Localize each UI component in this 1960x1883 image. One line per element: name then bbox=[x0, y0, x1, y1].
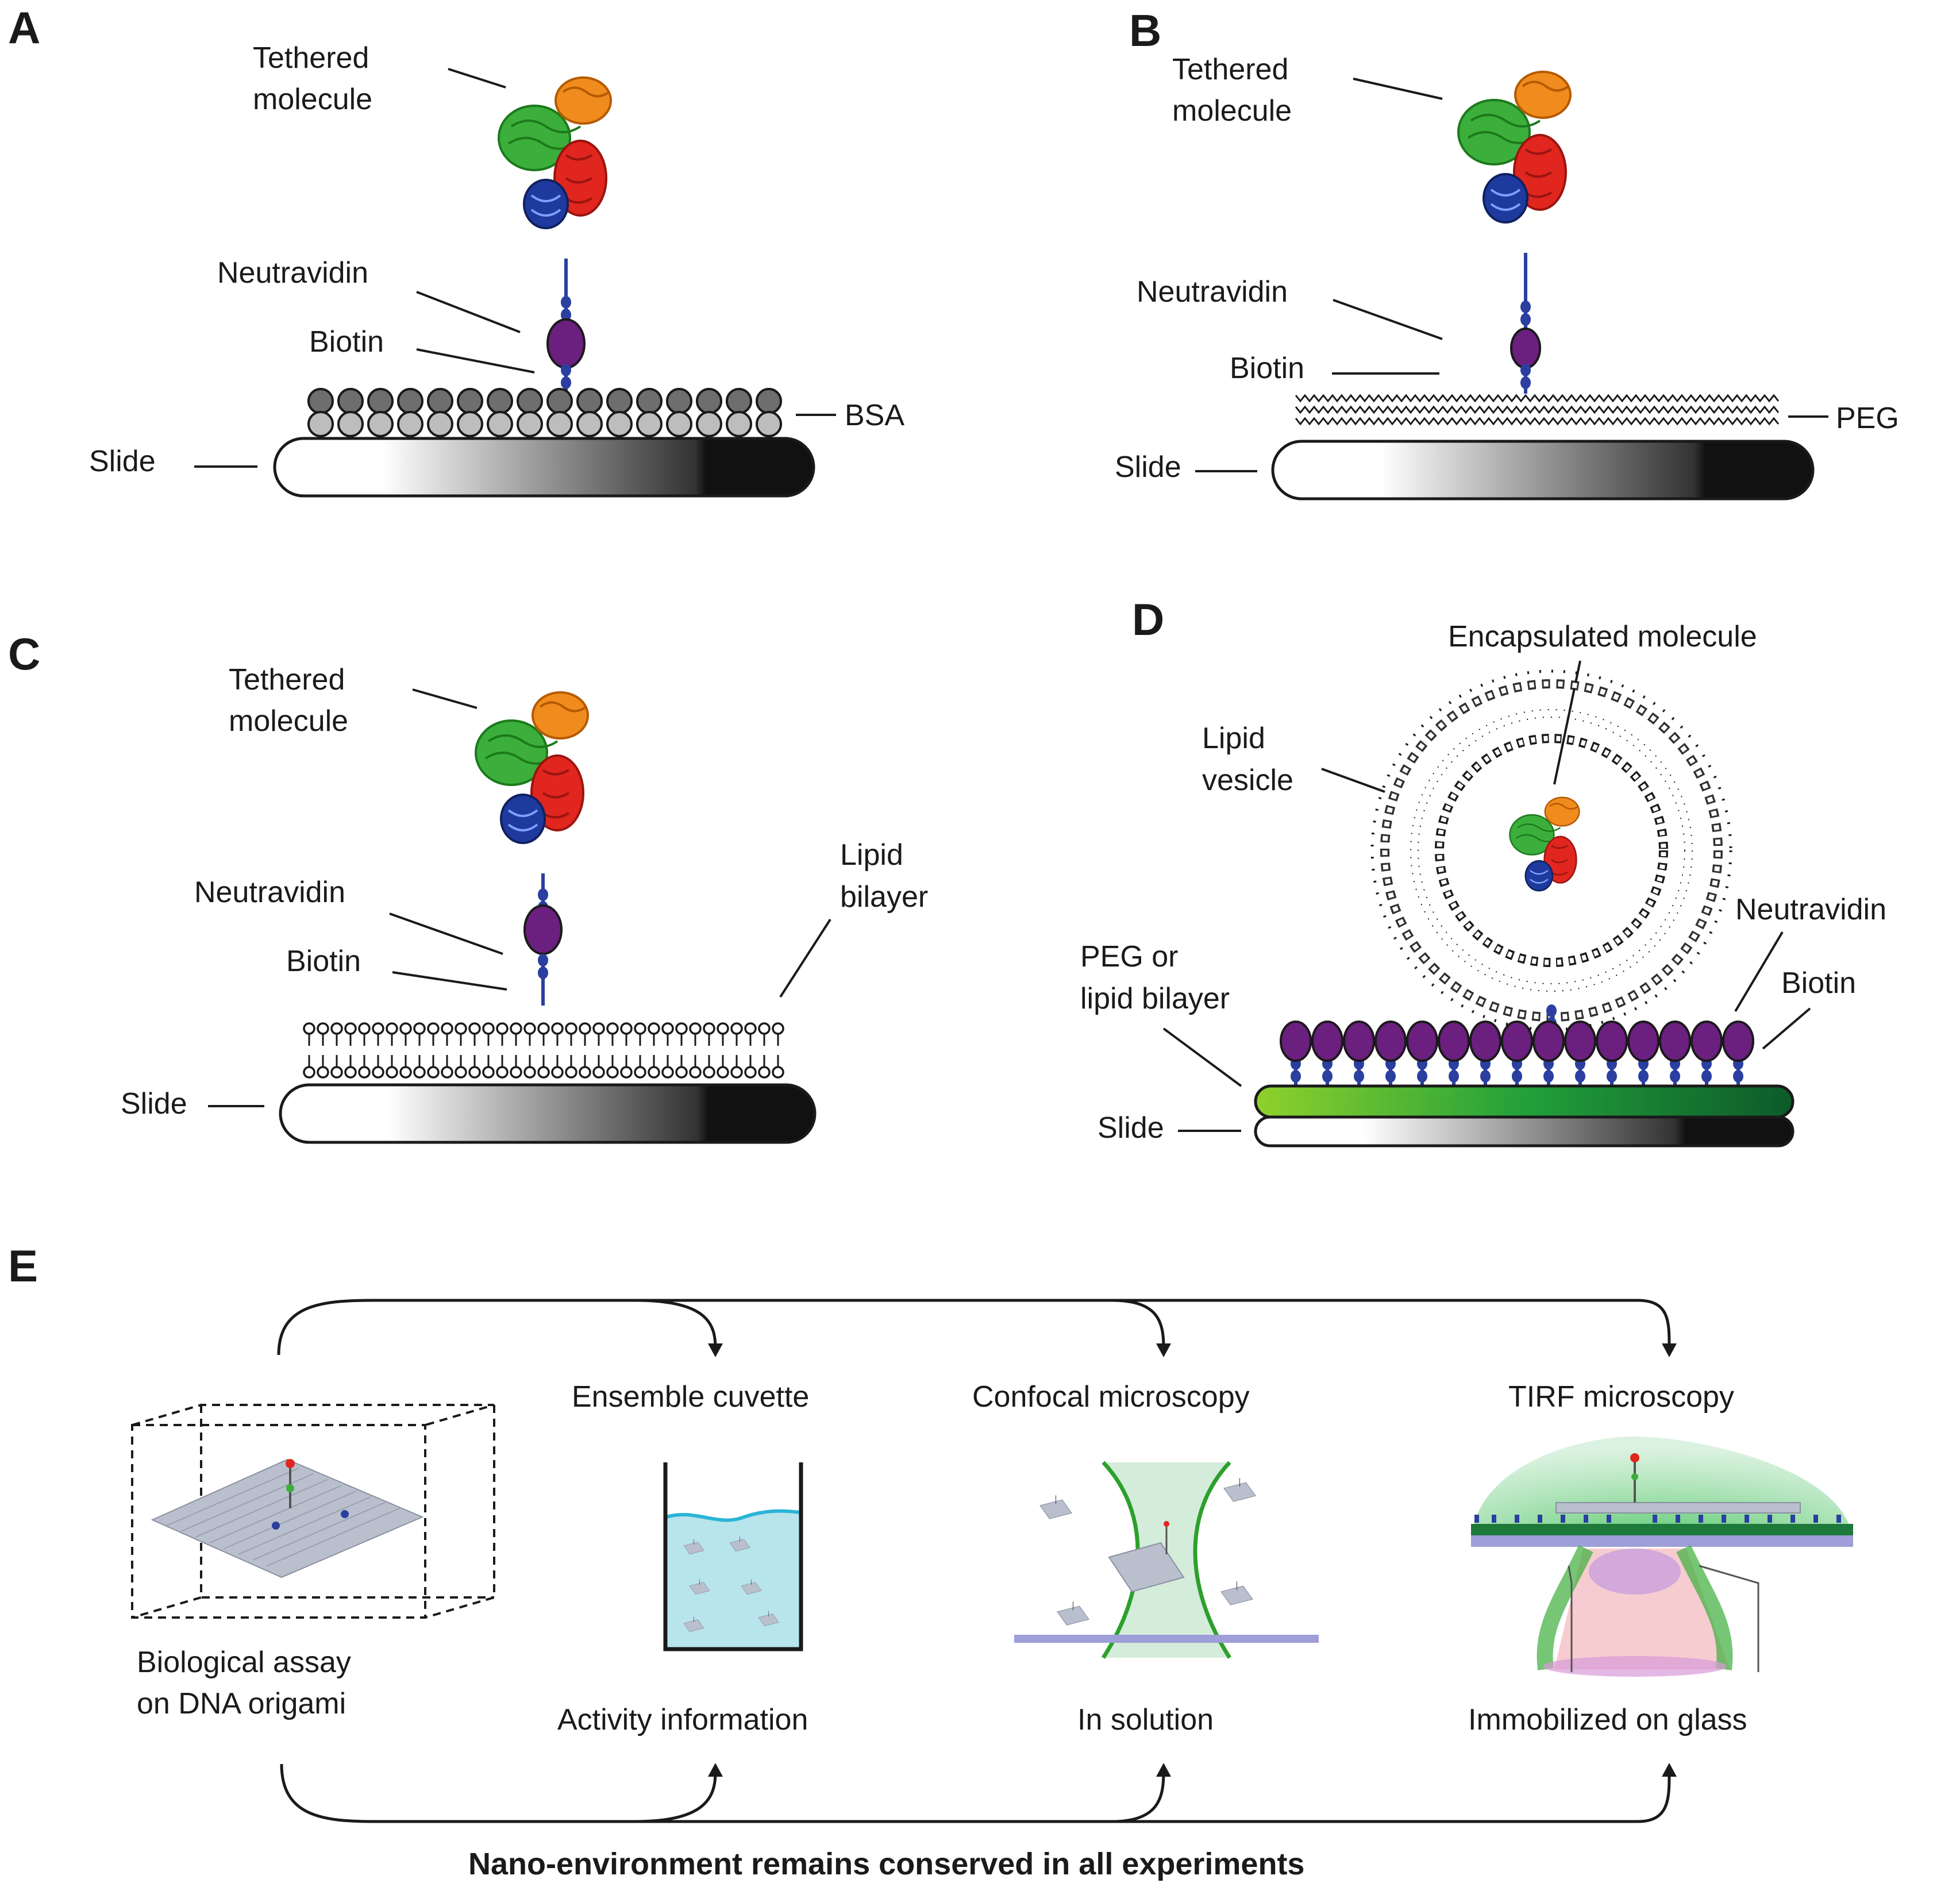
panel-d-neutravidin-label: Neutravidin bbox=[1735, 893, 1886, 926]
panel-c-letter: C bbox=[8, 629, 40, 679]
outcome-immobilized-on-glass: Immobilized on glass bbox=[1468, 1703, 1747, 1736]
panel-c-lipid-line2: bilayer bbox=[840, 880, 928, 914]
panel-b-letter: B bbox=[1129, 5, 1161, 56]
dna-origami-icon bbox=[131, 1404, 495, 1619]
panel-c-lipid-line1: Lipid bbox=[840, 838, 903, 872]
panel-a-bsa-label: BSA bbox=[845, 399, 904, 432]
panel-b-biotin-label: Biotin bbox=[1230, 352, 1304, 385]
panel-d-layer-line2: lipid bilayer bbox=[1080, 982, 1230, 1015]
biotin-icon bbox=[538, 954, 548, 979]
biotin-icon bbox=[1520, 301, 1531, 326]
panel-a-biotin-label: Biotin bbox=[309, 325, 384, 359]
slide-icon bbox=[273, 437, 815, 498]
method-ensemble-cuvette: Ensemble cuvette bbox=[572, 1380, 809, 1414]
cuvette-icon bbox=[663, 1462, 803, 1651]
protein-structure-icon bbox=[1457, 71, 1572, 224]
neutravidin-array bbox=[1280, 1021, 1754, 1086]
slide-icon bbox=[279, 1083, 817, 1144]
panel-a-tethered-line1: Tethered bbox=[253, 41, 369, 75]
method-confocal-microscopy: Confocal microscopy bbox=[972, 1380, 1250, 1414]
panel-d-letter: D bbox=[1132, 594, 1164, 645]
biotin-icon bbox=[561, 296, 571, 321]
panel-e-letter: E bbox=[8, 1241, 38, 1291]
panel-e-origami-line1: Biological assay bbox=[137, 1646, 351, 1679]
panel-d: D Encapsulated molecule Lipid vesicle Ne… bbox=[1080, 594, 1886, 1147]
confocal-beam-icon bbox=[1014, 1461, 1319, 1659]
panel-a: A Tethered molecule Neutravidin Biotin B… bbox=[8, 2, 904, 498]
panel-a-letter: A bbox=[8, 2, 40, 53]
panel-c-tethered-line2: molecule bbox=[229, 704, 348, 738]
panel-b-tethered-line2: molecule bbox=[1172, 94, 1292, 128]
biotin-icon bbox=[561, 364, 571, 389]
panel-b-peg-label: PEG bbox=[1836, 402, 1899, 435]
slide-icon bbox=[1271, 440, 1815, 500]
panel-b: B Tethered molecule Neutravidin Biotin P… bbox=[1115, 5, 1899, 500]
peg-layer bbox=[1295, 394, 1780, 425]
neutravidin-icon bbox=[523, 904, 563, 955]
panel-d-vesicle-line2: vesicle bbox=[1202, 764, 1293, 797]
panel-e: E Biological assay on DNA origami bbox=[8, 1241, 1853, 1881]
bsa-layer bbox=[307, 388, 782, 437]
panel-a-tethered-line2: molecule bbox=[253, 83, 372, 116]
neutravidin-icon bbox=[546, 318, 586, 369]
panel-a-slide-label: Slide bbox=[89, 445, 156, 478]
protein-structure-icon bbox=[498, 76, 612, 229]
panel-c-neutravidin-label: Neutravidin bbox=[194, 876, 345, 909]
tirf-icon bbox=[1471, 1437, 1853, 1677]
panel-d-encapsulated-label: Encapsulated molecule bbox=[1448, 620, 1757, 653]
panel-d-layer-line1: PEG or bbox=[1080, 940, 1179, 973]
panel-d-slide-label: Slide bbox=[1098, 1111, 1164, 1145]
protein-structure-icon bbox=[1509, 796, 1580, 892]
biotin-icon bbox=[1520, 364, 1531, 389]
panel-c: C Tethered molecule Neutravidin Biotin L… bbox=[8, 629, 928, 1144]
panel-c-tethered-line1: Tethered bbox=[229, 663, 345, 696]
panel-b-tethered-line1: Tethered bbox=[1172, 53, 1288, 86]
outcome-activity-information: Activity information bbox=[557, 1703, 808, 1736]
panel-b-slide-label: Slide bbox=[1115, 450, 1181, 484]
neutravidin-icon bbox=[1510, 328, 1541, 369]
protein-structure-icon bbox=[475, 691, 589, 844]
lipid-bilayer bbox=[303, 1022, 784, 1079]
panel-e-origami-line2: on DNA origami bbox=[137, 1687, 346, 1720]
peg-layer-bar bbox=[1254, 1084, 1795, 1119]
method-tirf-microscopy: TIRF microscopy bbox=[1508, 1380, 1734, 1414]
panel-d-vesicle-line1: Lipid bbox=[1202, 722, 1265, 755]
slide-icon bbox=[1254, 1115, 1795, 1147]
outcome-in-solution: In solution bbox=[1077, 1703, 1214, 1736]
panel-b-neutravidin-label: Neutravidin bbox=[1137, 275, 1288, 309]
panel-a-neutravidin-label: Neutravidin bbox=[217, 256, 368, 290]
panel-d-biotin-label: Biotin bbox=[1781, 966, 1856, 1000]
panel-c-slide-label: Slide bbox=[121, 1087, 187, 1120]
panel-c-biotin-label: Biotin bbox=[286, 945, 361, 978]
panel-e-footer: Nano-environment remains conserved in al… bbox=[468, 1847, 1304, 1881]
